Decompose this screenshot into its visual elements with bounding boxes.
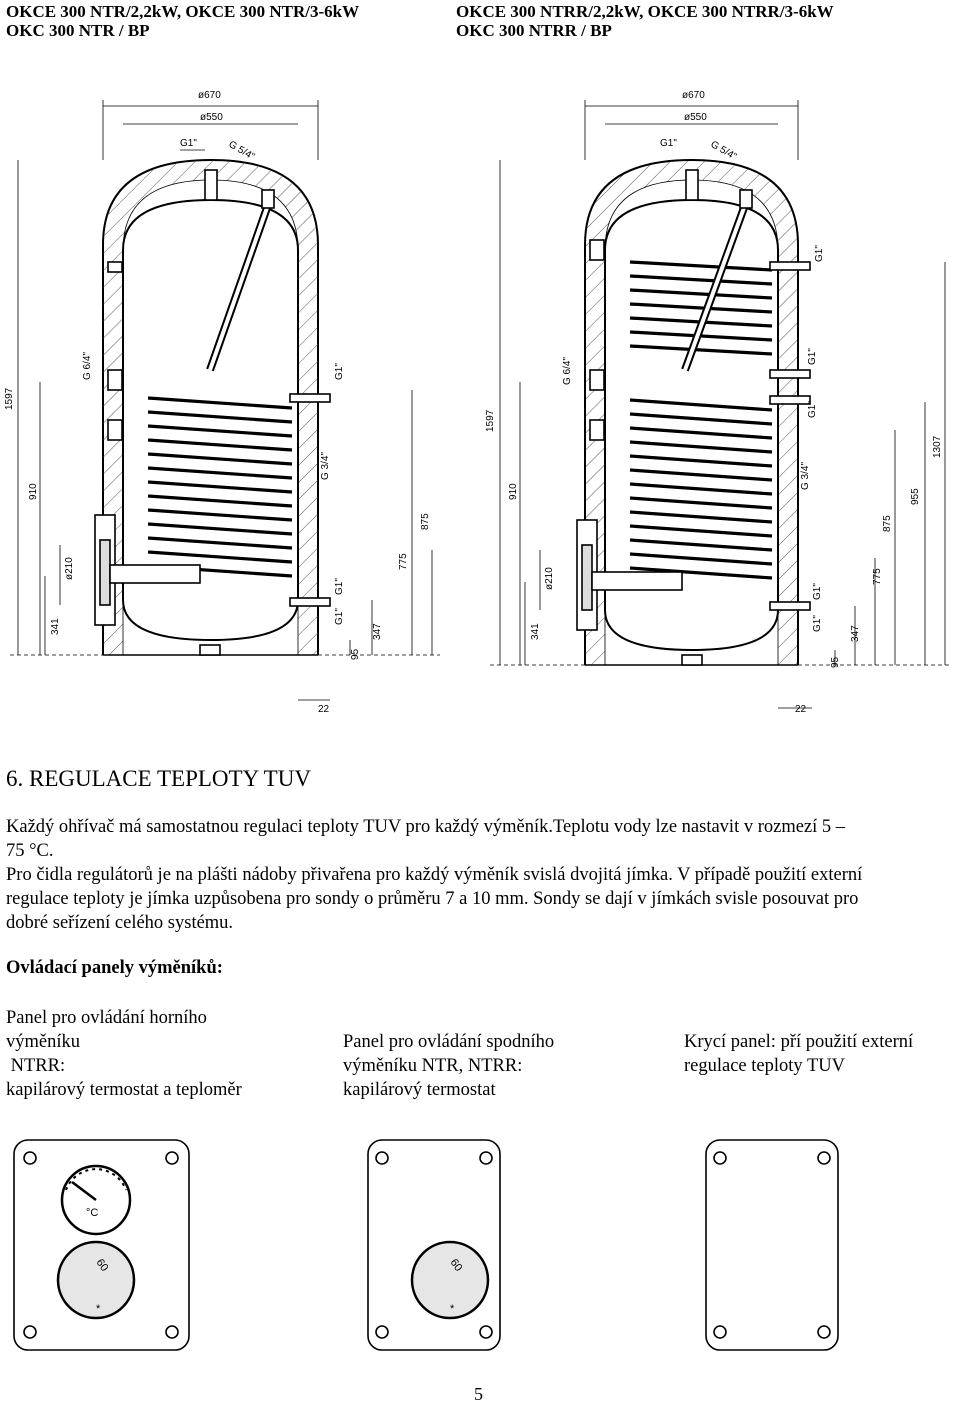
right-dim-775: 775 bbox=[872, 568, 883, 585]
screw-icon bbox=[713, 1325, 727, 1339]
right-dim-341: 341 bbox=[530, 623, 541, 640]
left-dim-670: ø670 bbox=[198, 90, 221, 101]
col2-line2: výměníku NTR, NTRR: bbox=[343, 1056, 523, 1076]
left-dim-910: 910 bbox=[28, 483, 39, 500]
col2-line1: Panel pro ovládání spodního bbox=[343, 1032, 555, 1052]
left-conn-g1-lower-a: G1" bbox=[334, 578, 345, 595]
right-dim-955: 955 bbox=[910, 488, 921, 505]
right-dim-1597: 1597 bbox=[485, 409, 496, 432]
thermostat-knob-icon bbox=[56, 1240, 136, 1320]
right-dim-875: 875 bbox=[882, 515, 893, 532]
right-dim-flange-210: ø210 bbox=[544, 567, 555, 590]
right-conn-g34: G 3/4" bbox=[800, 462, 811, 490]
right-dim-22: 22 bbox=[795, 704, 807, 715]
page-number: 5 bbox=[474, 1384, 483, 1404]
col1-line1: Panel pro ovládání horního bbox=[6, 1008, 207, 1028]
col1-line2: výměníku bbox=[6, 1032, 80, 1052]
screw-icon bbox=[817, 1151, 831, 1165]
panel-cover bbox=[705, 1139, 839, 1351]
para2-line2: regulace teploty je jímka uzpůsobena pro… bbox=[6, 889, 859, 909]
thermostat-knob-icon bbox=[410, 1240, 490, 1320]
left-dim-1597: 1597 bbox=[4, 387, 15, 410]
knob2-value-label: 60 bbox=[448, 1257, 465, 1274]
right-conn-g54: G 5/4" bbox=[709, 139, 739, 163]
right-dim-1307: 1307 bbox=[932, 435, 943, 458]
right-dim-550: ø550 bbox=[684, 112, 707, 123]
left-dim-341: 341 bbox=[50, 618, 61, 635]
right-dim-95: 95 bbox=[830, 656, 841, 668]
left-heat-exchanger-coil bbox=[147, 396, 293, 578]
screw-icon bbox=[375, 1325, 389, 1339]
right-heat-exchanger-coils bbox=[629, 260, 773, 580]
panel-lower-exchanger bbox=[367, 1139, 501, 1351]
col3-line1: Krycí panel: pří použití externí bbox=[684, 1032, 914, 1052]
left-tank-drawing bbox=[10, 100, 440, 701]
right-dim-670: ø670 bbox=[682, 90, 705, 101]
thermometer-dial-icon bbox=[60, 1164, 132, 1236]
section-paragraph-2: Pro čidla regulátorů je na plášti nádoby… bbox=[6, 863, 956, 935]
right-conn-g1-lower-b: G1" bbox=[812, 615, 823, 632]
screw-icon bbox=[375, 1151, 389, 1165]
header-right-line2: OKC 300 NTRR / BP bbox=[456, 21, 612, 40]
left-conn-g34: G 3/4" bbox=[320, 452, 331, 480]
screw-icon bbox=[165, 1325, 179, 1339]
left-conn-g1-upper: G1" bbox=[334, 363, 345, 380]
screw-icon bbox=[713, 1151, 727, 1165]
col3-line2: regulace teploty TUV bbox=[684, 1056, 845, 1076]
right-conn-g1-mid-b: G1" bbox=[807, 401, 818, 418]
left-dim-550: ø550 bbox=[200, 112, 223, 123]
section-paragraph-1: Každý ohřívač má samostatnou regulaci te… bbox=[6, 815, 956, 863]
panel-column-1: Panel pro ovládání horního výměníku NTRR… bbox=[6, 1006, 326, 1102]
panel-column-2: Panel pro ovládání spodního výměníku NTR… bbox=[343, 1030, 663, 1102]
left-conn-g54: G 5/4" bbox=[227, 139, 257, 163]
knob1-value-label: 60 bbox=[94, 1257, 111, 1274]
section-title: 6. REGULACE TEPLOTY TUV bbox=[6, 766, 311, 791]
left-conn-g1-lower-b: G1" bbox=[334, 608, 345, 625]
screw-icon bbox=[165, 1151, 179, 1165]
para2-line1: Pro čidla regulátorů je na plášti nádoby… bbox=[6, 865, 863, 885]
para1-line1: Každý ohřívač má samostatnou regulaci te… bbox=[6, 817, 846, 837]
screw-icon bbox=[479, 1151, 493, 1165]
left-dim-95: 95 bbox=[350, 648, 361, 660]
screw-icon bbox=[479, 1325, 493, 1339]
screw-icon bbox=[23, 1151, 37, 1165]
right-conn-g1-lower-a: G1" bbox=[812, 583, 823, 600]
header-left-line1: OKCE 300 NTR/2,2kW, OKCE 300 NTR/3-6kW bbox=[6, 2, 360, 21]
knob2-min-label: * bbox=[450, 1303, 455, 1315]
col1-line3: NTRR: bbox=[6, 1056, 66, 1076]
knob1-min-label: * bbox=[96, 1303, 101, 1315]
left-conn-g1-top: G1" bbox=[180, 138, 197, 149]
left-dim-347: 347 bbox=[372, 623, 383, 640]
panels-heading: Ovládací panely výměníků: bbox=[6, 958, 223, 978]
panel-column-3: Krycí panel: pří použití externí regulac… bbox=[684, 1030, 954, 1078]
thermometer-unit-label: °C bbox=[86, 1207, 98, 1219]
para1-line2: 75 °C. bbox=[6, 841, 54, 861]
left-dim-flange-210: ø210 bbox=[64, 557, 75, 580]
right-dim-347: 347 bbox=[850, 625, 861, 642]
col2-line3: kapilárový termostat bbox=[343, 1080, 496, 1100]
right-dim-910: 910 bbox=[508, 483, 519, 500]
right-drawing-labels: ø670 ø550 G1" G 5/4" G 6/4" G1" G1" G1" … bbox=[485, 90, 943, 715]
panel-upper-exchanger bbox=[13, 1139, 190, 1351]
para2-line3: dobré seřízení celého systému. bbox=[6, 913, 234, 933]
technical-drawings: ø670 ø550 G1" G 5/4" G 6/4" G1" G 3/4" G… bbox=[4, 90, 950, 715]
control-panels-drawing: °C 60 * 60 * bbox=[13, 1139, 839, 1351]
left-dim-775: 775 bbox=[398, 553, 409, 570]
left-conn-g64: G 6/4" bbox=[82, 352, 93, 380]
header-right-line1: OKCE 300 NTRR/2,2kW, OKCE 300 NTRR/3-6kW bbox=[456, 2, 834, 21]
right-conn-g1-mid-a: G1" bbox=[807, 348, 818, 365]
left-dim-22: 22 bbox=[318, 704, 330, 715]
screw-icon bbox=[23, 1325, 37, 1339]
right-tank-drawing bbox=[490, 100, 950, 709]
right-conn-g1-top: G1" bbox=[660, 138, 677, 149]
right-conn-g1-upper-top: G1" bbox=[814, 245, 825, 262]
left-dim-875: 875 bbox=[420, 513, 431, 530]
header-left-line2: OKC 300 NTR / BP bbox=[6, 21, 150, 40]
col1-line4: kapilárový termostat a teploměr bbox=[6, 1080, 242, 1100]
screw-icon bbox=[817, 1325, 831, 1339]
right-conn-g64: G 6/4" bbox=[562, 357, 573, 385]
